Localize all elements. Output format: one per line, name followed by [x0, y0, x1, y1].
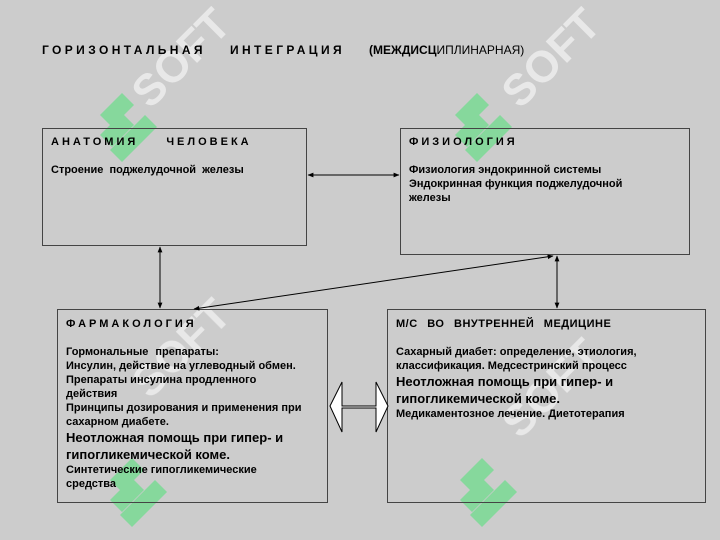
physiology-heading: ФИЗИОЛОГИЯ: [409, 136, 518, 148]
arrow-physiology-pharmacology: [193, 254, 554, 311]
anatomy-text: Строение поджелудочной железы: [51, 164, 244, 176]
nursing-line1: Сахарный диабет: определение, этиология,…: [396, 346, 637, 372]
pharmacology-line4: Принципы дозирования и применения при са…: [66, 402, 302, 428]
box-anatomy: АНАТОМИЯ ЧЕЛОВЕКА Строение поджелудочной…: [42, 128, 307, 246]
pharmacology-emergency: Неотложная помощь при гипер- и гипоглике…: [66, 430, 284, 462]
anatomy-heading: АНАТОМИЯ ЧЕЛОВЕКА: [51, 136, 252, 148]
box-nursing: М/С ВО ВНУТРЕННЕЙ МЕДИЦИНЕ Сахарный диаб…: [387, 309, 706, 503]
box-physiology: ФИЗИОЛОГИЯ Физиология эндокринной систем…: [400, 128, 690, 255]
block-arrow-pharmacology-nursing: [329, 381, 389, 433]
physiology-line2: Эндокринная функция поджелудочной железы: [409, 178, 623, 204]
pharmacology-heading: ФАРМАКОЛОГИЯ: [66, 318, 197, 330]
title-part1: ГОРИЗОНТАЛЬНАЯ: [42, 43, 206, 57]
page-title: ГОРИЗОНТАЛЬНАЯ ИНТЕГРАЦИЯ (МЕЖДИСЦИПЛИНАРН…: [42, 43, 682, 57]
nursing-emergency: Неотложная помощь при гипер- и гипоглике…: [396, 374, 614, 406]
pharmacology-line2: Инсулин, действие на углеводный обмен.: [66, 360, 296, 372]
pharmacology-line1: Гормональные препараты:: [66, 346, 219, 358]
nursing-heading: М/С ВО ВНУТРЕННЕЙ МЕДИЦИНЕ: [396, 318, 612, 330]
title-part3-bold: (МЕЖДИСЦ: [369, 43, 437, 57]
pharmacology-line5: Синтетические гипогликемические средства: [66, 464, 257, 490]
pharmacology-line3: Препараты инсулина продленного действия: [66, 374, 257, 400]
nursing-line2: Медикаментозное лечение. Диетотерапия: [396, 408, 625, 420]
title-part2: ИНТЕГРАЦИЯ: [229, 43, 346, 57]
physiology-line1: Физиология эндокринной системы: [409, 164, 602, 176]
box-pharmacology: ФАРМАКОЛОГИЯ Гормональные препараты: Инс…: [57, 309, 328, 503]
title-part3-rest: ИПЛИНАРНАЯ): [436, 43, 525, 57]
